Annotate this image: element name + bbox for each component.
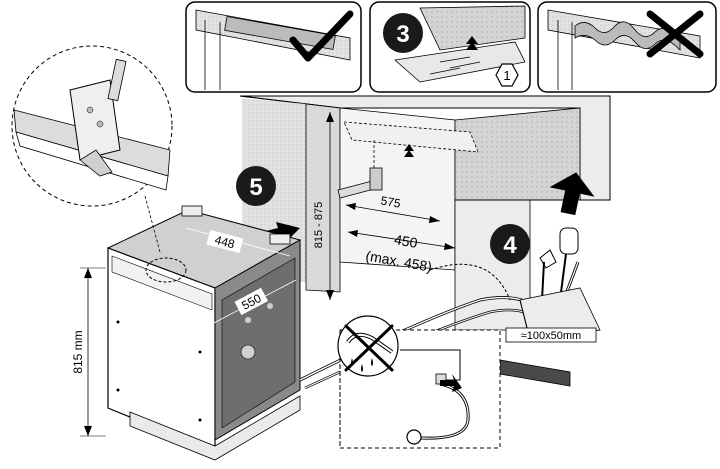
appliance-height-dimension: 815 mm [71, 267, 106, 437]
step-3-badge [383, 13, 423, 53]
cabinet-niche [239, 95, 611, 331]
appliance-height-label: 815 mm [71, 330, 85, 373]
cross-mark-icon [646, 10, 704, 58]
cabinet-height-label: 815 - 875 [313, 202, 325, 248]
detail-magnifier [11, 45, 173, 253]
sub-step-number: 1 [503, 68, 510, 83]
appliance-width-label: 448 [213, 233, 236, 252]
step-3-number: 3 [396, 21, 409, 48]
panel-incorrect [537, 1, 717, 93]
dishwasher [106, 205, 302, 461]
opening-size-box: ≈100x50mm [505, 327, 597, 343]
panel-step3: 3 1 [369, 1, 531, 93]
no-bend-hose-icon [337, 315, 399, 377]
hose-fitting-icon [406, 429, 422, 445]
depth-label: 575 [380, 193, 402, 210]
opening-size-label: ≈100x50mm [521, 330, 581, 342]
step-5-number: 5 [249, 174, 262, 201]
width-label: 450 [393, 231, 419, 251]
step-4-badge [490, 224, 530, 264]
move-up-arrow-icon [549, 172, 595, 216]
hexagon-badge [495, 63, 519, 87]
depth-dimension: 575 [345, 193, 441, 223]
panel-correct [185, 1, 362, 93]
water-drop-icon [351, 358, 373, 372]
plug-and-hoses [519, 227, 601, 341]
step-4-number: 4 [503, 232, 517, 259]
appliance-width-dimension: 448 [185, 227, 291, 257]
check-mark-icon [289, 10, 354, 62]
step-5-badge [236, 166, 276, 206]
cabinet-height-dimension: 815 - 875 [313, 112, 334, 300]
